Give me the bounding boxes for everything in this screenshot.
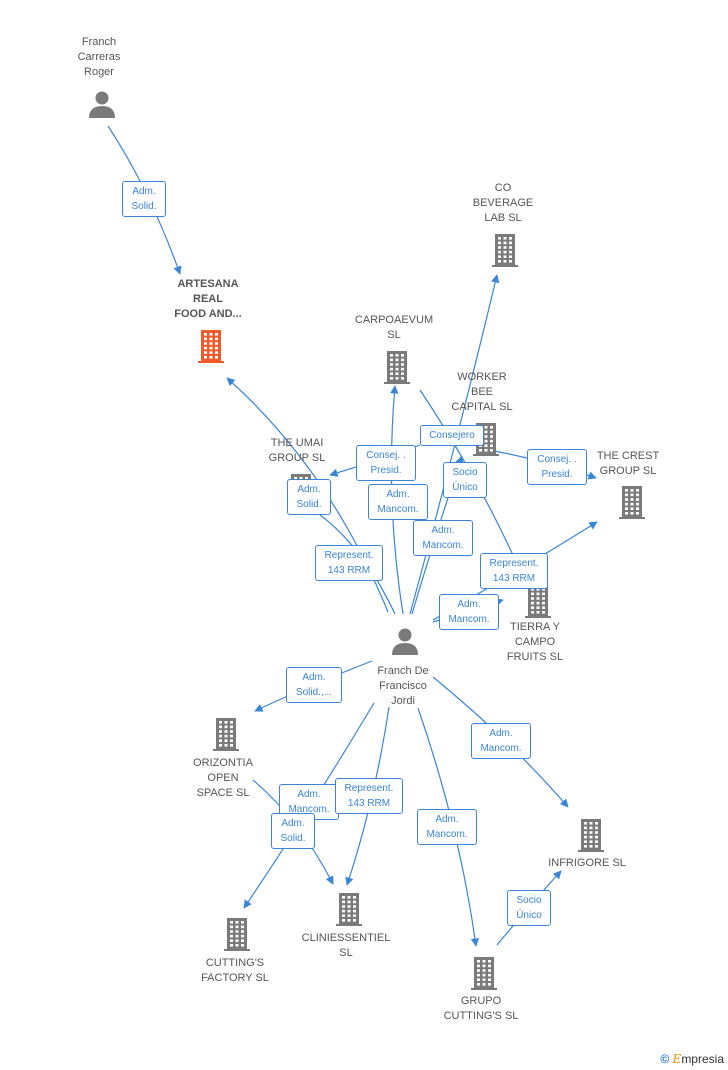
building-icon[interactable]: [221, 916, 253, 952]
company-label-co-beverage[interactable]: CO BEVERAGE LAB SL: [472, 182, 534, 224]
relation-label[interactable]: Socio Único: [507, 890, 551, 926]
building-icon[interactable]: [381, 349, 413, 385]
relation-label[interactable]: Adm. Mancom.: [413, 520, 473, 556]
building-icon[interactable]: [489, 232, 521, 268]
company-label-carpoaevum[interactable]: CARPOAEVUM SL: [354, 314, 434, 341]
brand-watermark: © Empresia: [660, 1052, 724, 1066]
relation-label[interactable]: Adm. Mancom.: [471, 723, 531, 759]
building-icon[interactable]: [575, 817, 607, 853]
relation-label[interactable]: Socio Único: [443, 462, 487, 498]
relation-label[interactable]: Adm. Solid.: [122, 181, 166, 217]
company-label-tierra[interactable]: TIERRA Y CAMPO FRUITS SL: [506, 621, 564, 663]
company-label-infrigore[interactable]: INFRIGORE SL: [548, 857, 626, 869]
company-label-cuttings-factory[interactable]: CUTTING'S FACTORY SL: [201, 957, 269, 984]
relation-label[interactable]: Represent. 143 RRM: [335, 778, 403, 814]
company-label-cliniessentiel[interactable]: CLINIESSENTIEL SL: [301, 932, 391, 959]
company-label-worker-bee[interactable]: WORKER BEE CAPITAL SL: [451, 371, 513, 413]
relation-label[interactable]: Represent. 143 RRM: [480, 553, 548, 589]
relation-label[interactable]: Consejero: [420, 425, 484, 446]
company-label-grupo-cuttings[interactable]: GRUPO CUTTING'S SL: [443, 995, 519, 1022]
relation-label[interactable]: Adm. Mancom.: [439, 594, 499, 630]
brand-initial: E: [672, 1052, 682, 1066]
person-icon[interactable]: [87, 90, 117, 120]
company-label-orizontia[interactable]: ORIZONTIA OPEN SPACE SL: [193, 757, 253, 799]
building-icon[interactable]: [333, 891, 365, 927]
relation-label[interactable]: Adm. Solid.,...: [286, 667, 342, 703]
person-icon[interactable]: [390, 627, 420, 657]
brand-name: mpresia: [681, 1052, 724, 1066]
relation-label[interactable]: Consej. . Presid.: [356, 445, 416, 481]
building-icon[interactable]: [522, 583, 554, 619]
building-icon[interactable]: [195, 328, 227, 364]
company-label-umai[interactable]: THE UMAI GROUP SL: [268, 437, 326, 464]
relation-label[interactable]: Adm. Mancom.: [417, 809, 477, 845]
relation-label[interactable]: Represent. 143 RRM: [315, 545, 383, 581]
relation-label[interactable]: Consej. . Presid.: [527, 449, 587, 485]
company-label-crest[interactable]: THE CREST GROUP SL: [596, 450, 660, 477]
person-label-franch-de-francisco[interactable]: Franch De Francisco Jordi: [377, 665, 429, 707]
company-label-artesana[interactable]: ARTESANA REAL FOOD AND...: [174, 278, 242, 320]
relation-label[interactable]: Adm. Solid.: [271, 813, 315, 849]
copyright-icon: ©: [660, 1052, 670, 1066]
person-label-franch-carreras[interactable]: Franch Carreras Roger: [77, 36, 121, 78]
building-icon[interactable]: [210, 716, 242, 752]
relation-label[interactable]: Adm. Solid.: [287, 479, 331, 515]
building-icon[interactable]: [468, 955, 500, 991]
building-icon[interactable]: [616, 484, 648, 520]
relation-label[interactable]: Adm. Mancom.: [368, 484, 428, 520]
